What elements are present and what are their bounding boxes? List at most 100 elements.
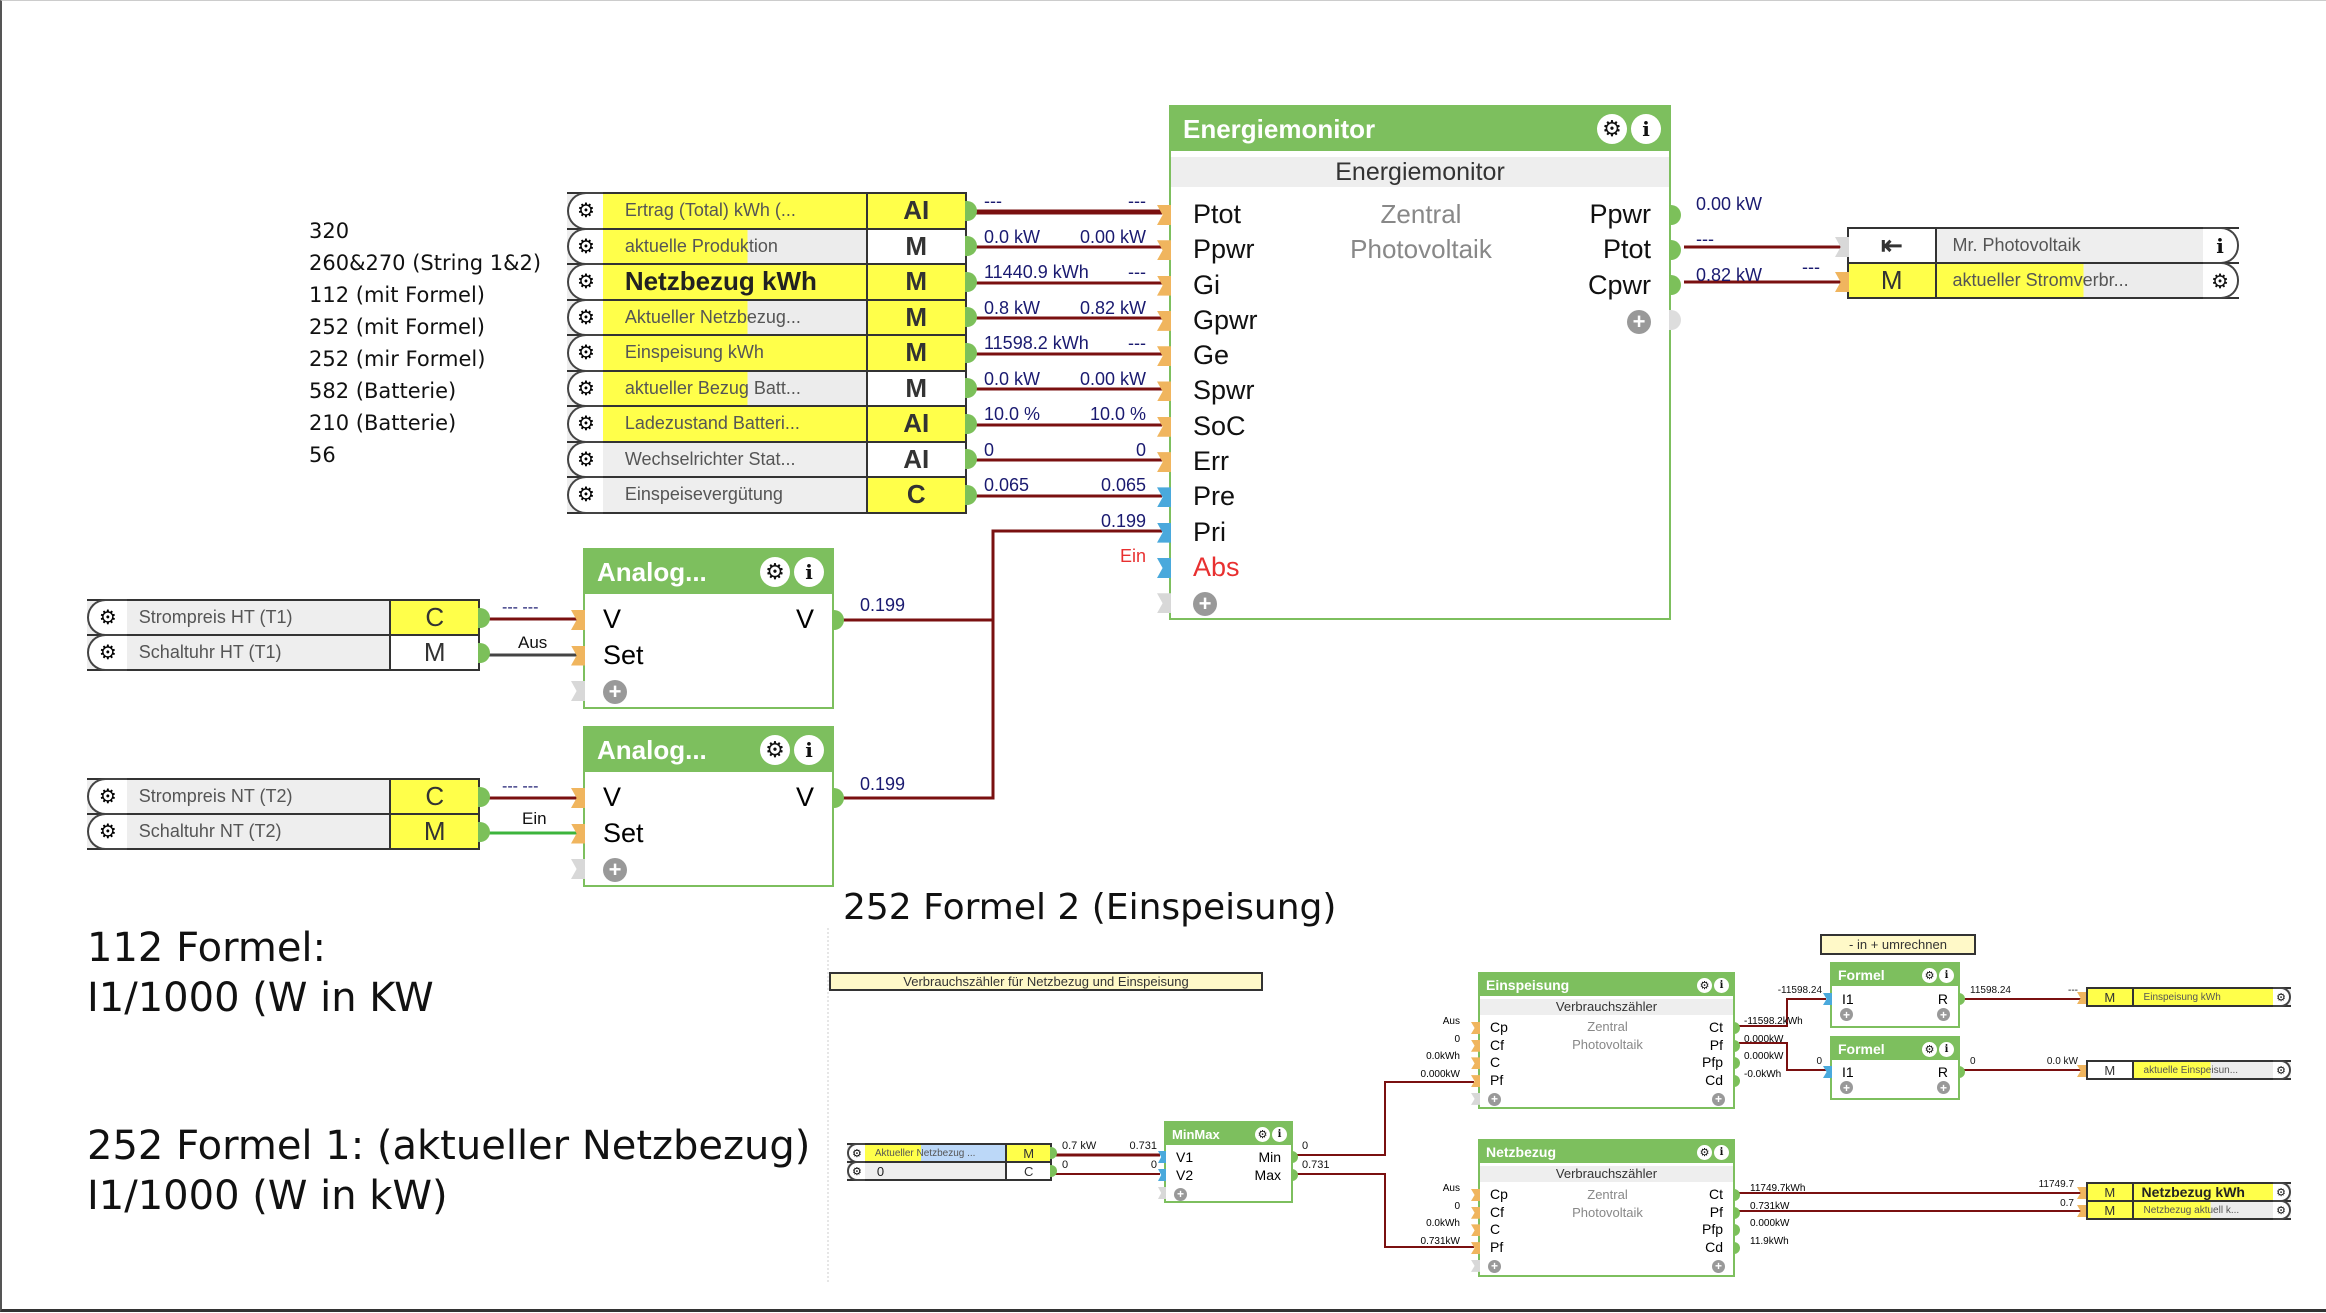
block-header[interactable]: Einspeisung⚙i — [1480, 974, 1733, 996]
gear-icon[interactable]: ⚙ — [567, 263, 603, 301]
output-v[interactable]: V — [795, 604, 814, 634]
add-output-button[interactable]: + — [1702, 1257, 1733, 1275]
output-pf[interactable]: Pf — [1702, 1204, 1740, 1222]
output-ct[interactable]: Ct — [1702, 1186, 1740, 1204]
input-row[interactable]: ⚙Wechselrichter Stat...AI — [567, 440, 977, 478]
output-port[interactable] — [965, 307, 977, 328]
plus-icon[interactable]: + — [1193, 591, 1217, 616]
add-input-button[interactable]: + — [1157, 585, 1258, 620]
input-c[interactable]: C — [1471, 1054, 1508, 1072]
gear-icon[interactable]: ⚙ — [87, 813, 127, 850]
output-pfp[interactable]: Pfp — [1702, 1221, 1740, 1239]
plus-icon[interactable]: + — [603, 679, 627, 704]
gear-icon[interactable]: ⚙ — [567, 369, 603, 407]
comment-umrechnen[interactable]: - in + umrechnen — [1820, 934, 1976, 955]
gear-icon[interactable]: ⚙ — [760, 735, 790, 765]
gear-icon[interactable]: ⚙ — [87, 634, 127, 671]
gear-icon[interactable]: ⚙ — [2203, 262, 2239, 299]
input-cf[interactable]: Cf — [1471, 1037, 1508, 1055]
input-pf[interactable]: Pf — [1471, 1072, 1508, 1090]
gear-icon[interactable]: ⚙ — [567, 476, 603, 514]
add-port-row[interactable]: ++ — [1832, 1008, 1958, 1022]
input-ptot[interactable]: Ptot — [1157, 197, 1258, 232]
output-min[interactable]: Min — [1258, 1149, 1281, 1165]
input-row[interactable]: ⚙Ladezustand Batteri...AI — [567, 405, 977, 443]
input-cf[interactable]: Cf — [1471, 1204, 1508, 1222]
gear-icon[interactable]: ⚙ — [1697, 1144, 1712, 1160]
plus-icon[interactable]: + — [1174, 1187, 1187, 1201]
add-output-button[interactable]: + — [1702, 1090, 1733, 1108]
output-port[interactable] — [965, 342, 977, 363]
comment-verbrauchszaehler[interactable]: Verbrauchszähler für Netzbezug und Einsp… — [829, 972, 1263, 991]
block-header[interactable]: Formel⚙i — [1832, 964, 1958, 986]
source-row[interactable]: ⚙Strompreis HT (T1)C — [87, 599, 490, 636]
add-input-button[interactable]: + — [571, 851, 832, 886]
input-ge[interactable]: Ge — [1157, 338, 1258, 373]
gear-icon[interactable]: ⚙ — [567, 227, 603, 265]
plus-icon[interactable]: + — [603, 857, 627, 882]
info-icon[interactable]: i — [794, 557, 824, 587]
input-cp[interactable]: Cp — [1471, 1186, 1508, 1204]
input-pf[interactable]: Pf — [1471, 1239, 1508, 1257]
gear-icon[interactable]: ⚙ — [2273, 1182, 2291, 1202]
gear-icon[interactable]: ⚙ — [567, 192, 603, 230]
input-cp[interactable]: Cp — [1471, 1019, 1508, 1037]
output-ct[interactable]: Ct — [1702, 1019, 1740, 1037]
gear-icon[interactable]: ⚙ — [847, 1161, 865, 1181]
output-port[interactable] — [965, 271, 977, 292]
gear-icon[interactable]: ⚙ — [847, 1143, 865, 1163]
info-icon[interactable]: i — [1272, 1126, 1287, 1142]
source-row[interactable]: ⚙Aktueller Netzbezug ...M — [847, 1143, 1057, 1163]
energiemonitor-block[interactable]: Energiemonitor ⚙i Energiemonitor Zentral… — [1157, 105, 1681, 620]
input-set[interactable]: Set — [571, 816, 832, 852]
input-row[interactable]: ⚙Aktueller Netzbezug...M — [567, 298, 977, 336]
add-input-button[interactable]: + — [1158, 1184, 1291, 1202]
plus-icon[interactable]: + — [1712, 1259, 1725, 1274]
plus-icon[interactable]: + — [1488, 1259, 1501, 1274]
output-port[interactable] — [965, 378, 977, 399]
output-r[interactable]: R — [1937, 991, 1948, 1007]
gear-icon[interactable]: ⚙ — [1922, 967, 1937, 983]
input-soc[interactable]: SoC — [1157, 409, 1258, 444]
input-abs[interactable]: Abs — [1157, 550, 1258, 585]
plus-icon[interactable]: + — [1840, 1008, 1853, 1022]
output-port[interactable] — [965, 484, 977, 505]
output-cd[interactable]: Cd — [1702, 1072, 1740, 1090]
output-cpwr[interactable]: Cpwr — [1588, 268, 1681, 303]
input-gi[interactable]: Gi — [1157, 268, 1258, 303]
add-port-row[interactable]: ++ — [1832, 1081, 1958, 1095]
input-set[interactable]: Set — [571, 638, 832, 674]
output-port[interactable] — [965, 449, 977, 470]
plus-icon[interactable]: + — [1488, 1092, 1501, 1107]
info-icon[interactable]: i — [2203, 227, 2239, 264]
output-port[interactable] — [965, 413, 977, 434]
block-header[interactable]: Analog...⚙i — [585, 550, 832, 594]
gear-icon[interactable]: ⚙ — [567, 334, 603, 372]
output-v[interactable]: V — [795, 782, 814, 812]
gear-icon[interactable]: ⚙ — [760, 557, 790, 587]
gear-icon[interactable]: ⚙ — [87, 778, 127, 815]
input-err[interactable]: Err — [1157, 444, 1258, 479]
info-icon[interactable]: i — [794, 735, 824, 765]
input-pre[interactable]: Pre — [1157, 479, 1258, 514]
block-header[interactable]: Energiemonitor ⚙i — [1171, 107, 1669, 151]
input-gpwr[interactable]: Gpwr — [1157, 303, 1258, 338]
info-icon[interactable]: i — [1631, 114, 1661, 144]
output-ppwr[interactable]: Ppwr — [1588, 197, 1681, 232]
output-port[interactable] — [965, 236, 977, 257]
